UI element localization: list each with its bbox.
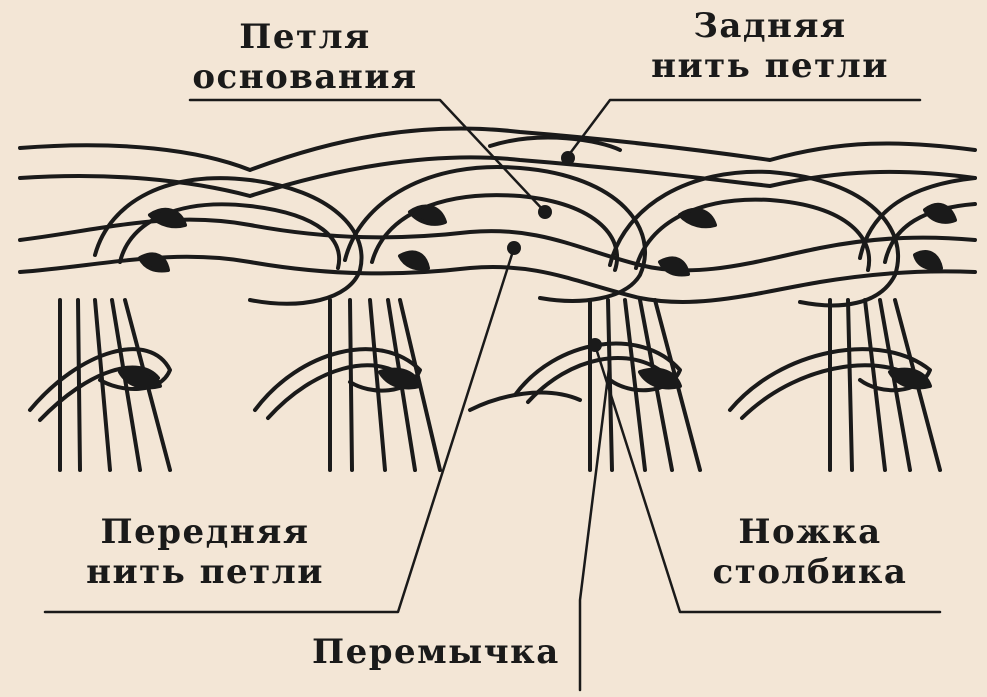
label-stitch-leg-line1: Ножка xyxy=(738,512,882,552)
label-back-thread-line2: нить петли xyxy=(651,46,889,86)
dot-stitch-leg xyxy=(588,338,602,352)
label-front-thread-line2: нить петли xyxy=(86,552,324,592)
label-front-thread: Передняя нить петли xyxy=(70,512,340,592)
leader-back-thread xyxy=(566,98,922,158)
label-base-loop: Петля основания xyxy=(180,17,430,97)
leader-stitch-leg xyxy=(593,343,942,614)
shadow-7 xyxy=(658,256,690,277)
loop-2 xyxy=(343,165,647,303)
shadow-5 xyxy=(138,252,170,273)
label-stitch-leg: Ножка столбика xyxy=(700,512,920,592)
post-1 xyxy=(28,298,172,472)
shadow-1 xyxy=(148,207,187,229)
shadow-8 xyxy=(913,250,943,271)
shadow-6 xyxy=(398,250,430,271)
post-2 xyxy=(253,298,442,472)
loop-1 xyxy=(93,176,364,306)
label-base-loop-line2: основания xyxy=(192,57,418,97)
back-arc-outer xyxy=(18,126,977,172)
leader-front-thread xyxy=(43,246,516,614)
label-base-loop-line1: Петля xyxy=(239,17,371,57)
dot-back-thread xyxy=(561,151,575,165)
loop-3 xyxy=(608,169,901,308)
back-arc-inner xyxy=(18,155,977,198)
dot-front-thread xyxy=(507,241,521,255)
dot-base-loop xyxy=(538,205,552,219)
front-band-top xyxy=(18,217,977,273)
label-stitch-leg-line2: столбика xyxy=(712,552,908,592)
back-loop-top xyxy=(488,135,622,152)
leader-bridge xyxy=(578,358,612,692)
label-back-thread-line1: Задняя xyxy=(693,6,847,46)
post-4 xyxy=(728,298,942,472)
label-back-thread: Задняя нить петли xyxy=(640,6,900,86)
loop-4-inner xyxy=(883,202,977,264)
shadow-3 xyxy=(678,207,717,229)
label-bridge: Перемычка xyxy=(312,632,560,672)
loop-1-inner xyxy=(118,202,342,270)
front-band-bottom xyxy=(18,254,977,304)
shadow-2 xyxy=(408,204,447,226)
post-3 xyxy=(468,298,702,472)
label-front-thread-line1: Передняя xyxy=(100,512,310,552)
loop-2-inner xyxy=(370,193,620,272)
leader-base-loop xyxy=(188,98,547,214)
shadow-4 xyxy=(923,202,957,224)
